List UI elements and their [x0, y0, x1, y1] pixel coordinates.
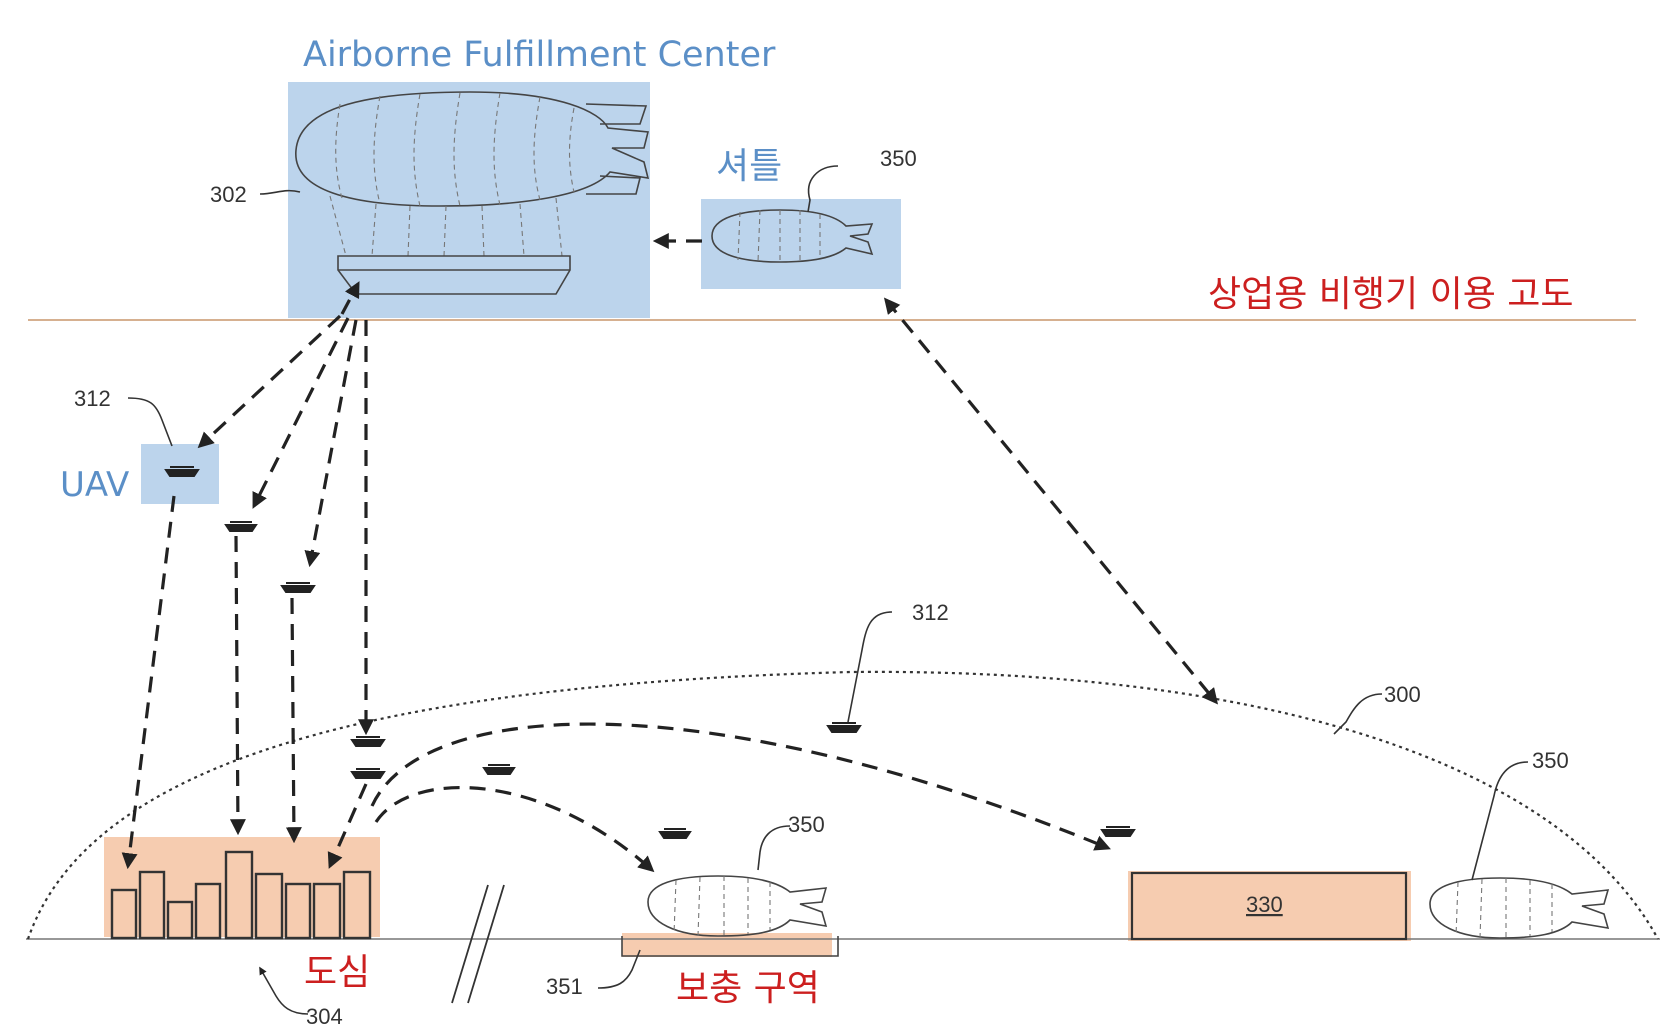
- ref-302: 302: [210, 182, 247, 207]
- downtown-buildings: [110, 850, 372, 940]
- commercial-altitude-label: 상업용 비행기 이용 고도: [1208, 274, 1574, 315]
- uav-icons: [164, 466, 1136, 839]
- shuttle-highlight-box: [701, 199, 901, 289]
- leader-lines: [127, 165, 1529, 1015]
- afc-title: Airborne Fulfillment Center: [303, 35, 776, 75]
- ref-330: 330: [1246, 892, 1283, 917]
- ref-350-shuttle: 350: [880, 146, 917, 171]
- downtown-label: 도심: [304, 952, 370, 993]
- box-330-outline: [1130, 871, 1408, 941]
- flight-paths: [121, 233, 1219, 873]
- service-area-dome: [26, 670, 1659, 940]
- ref-350-mid: 350: [788, 812, 825, 837]
- ref-304: 304: [306, 1004, 343, 1029]
- break-mark: [451, 884, 489, 1004]
- shuttle-ground-right-drawing: [1429, 877, 1610, 939]
- shuttle-airship-drawing: [711, 209, 874, 263]
- shuttle-replenish-drawing: [621, 875, 839, 957]
- replenish-zone-label: 보충 구역: [676, 968, 820, 1009]
- ref-300: 300: [1384, 682, 1421, 707]
- break-mark: [467, 884, 505, 1004]
- ref-350-right: 350: [1532, 748, 1569, 773]
- box-330-highlight: [1128, 871, 1411, 941]
- replenish-zone-highlight-box: [622, 933, 832, 957]
- airship-afc-drawing: [295, 91, 650, 295]
- ref-351: 351: [546, 974, 583, 999]
- shuttle-label: 셔틀: [716, 146, 782, 187]
- ref-312-uav: 312: [74, 386, 111, 411]
- afc-highlight-box: [288, 82, 650, 318]
- ref-312-path: 312: [912, 600, 949, 625]
- uav-label: UAV: [60, 465, 129, 505]
